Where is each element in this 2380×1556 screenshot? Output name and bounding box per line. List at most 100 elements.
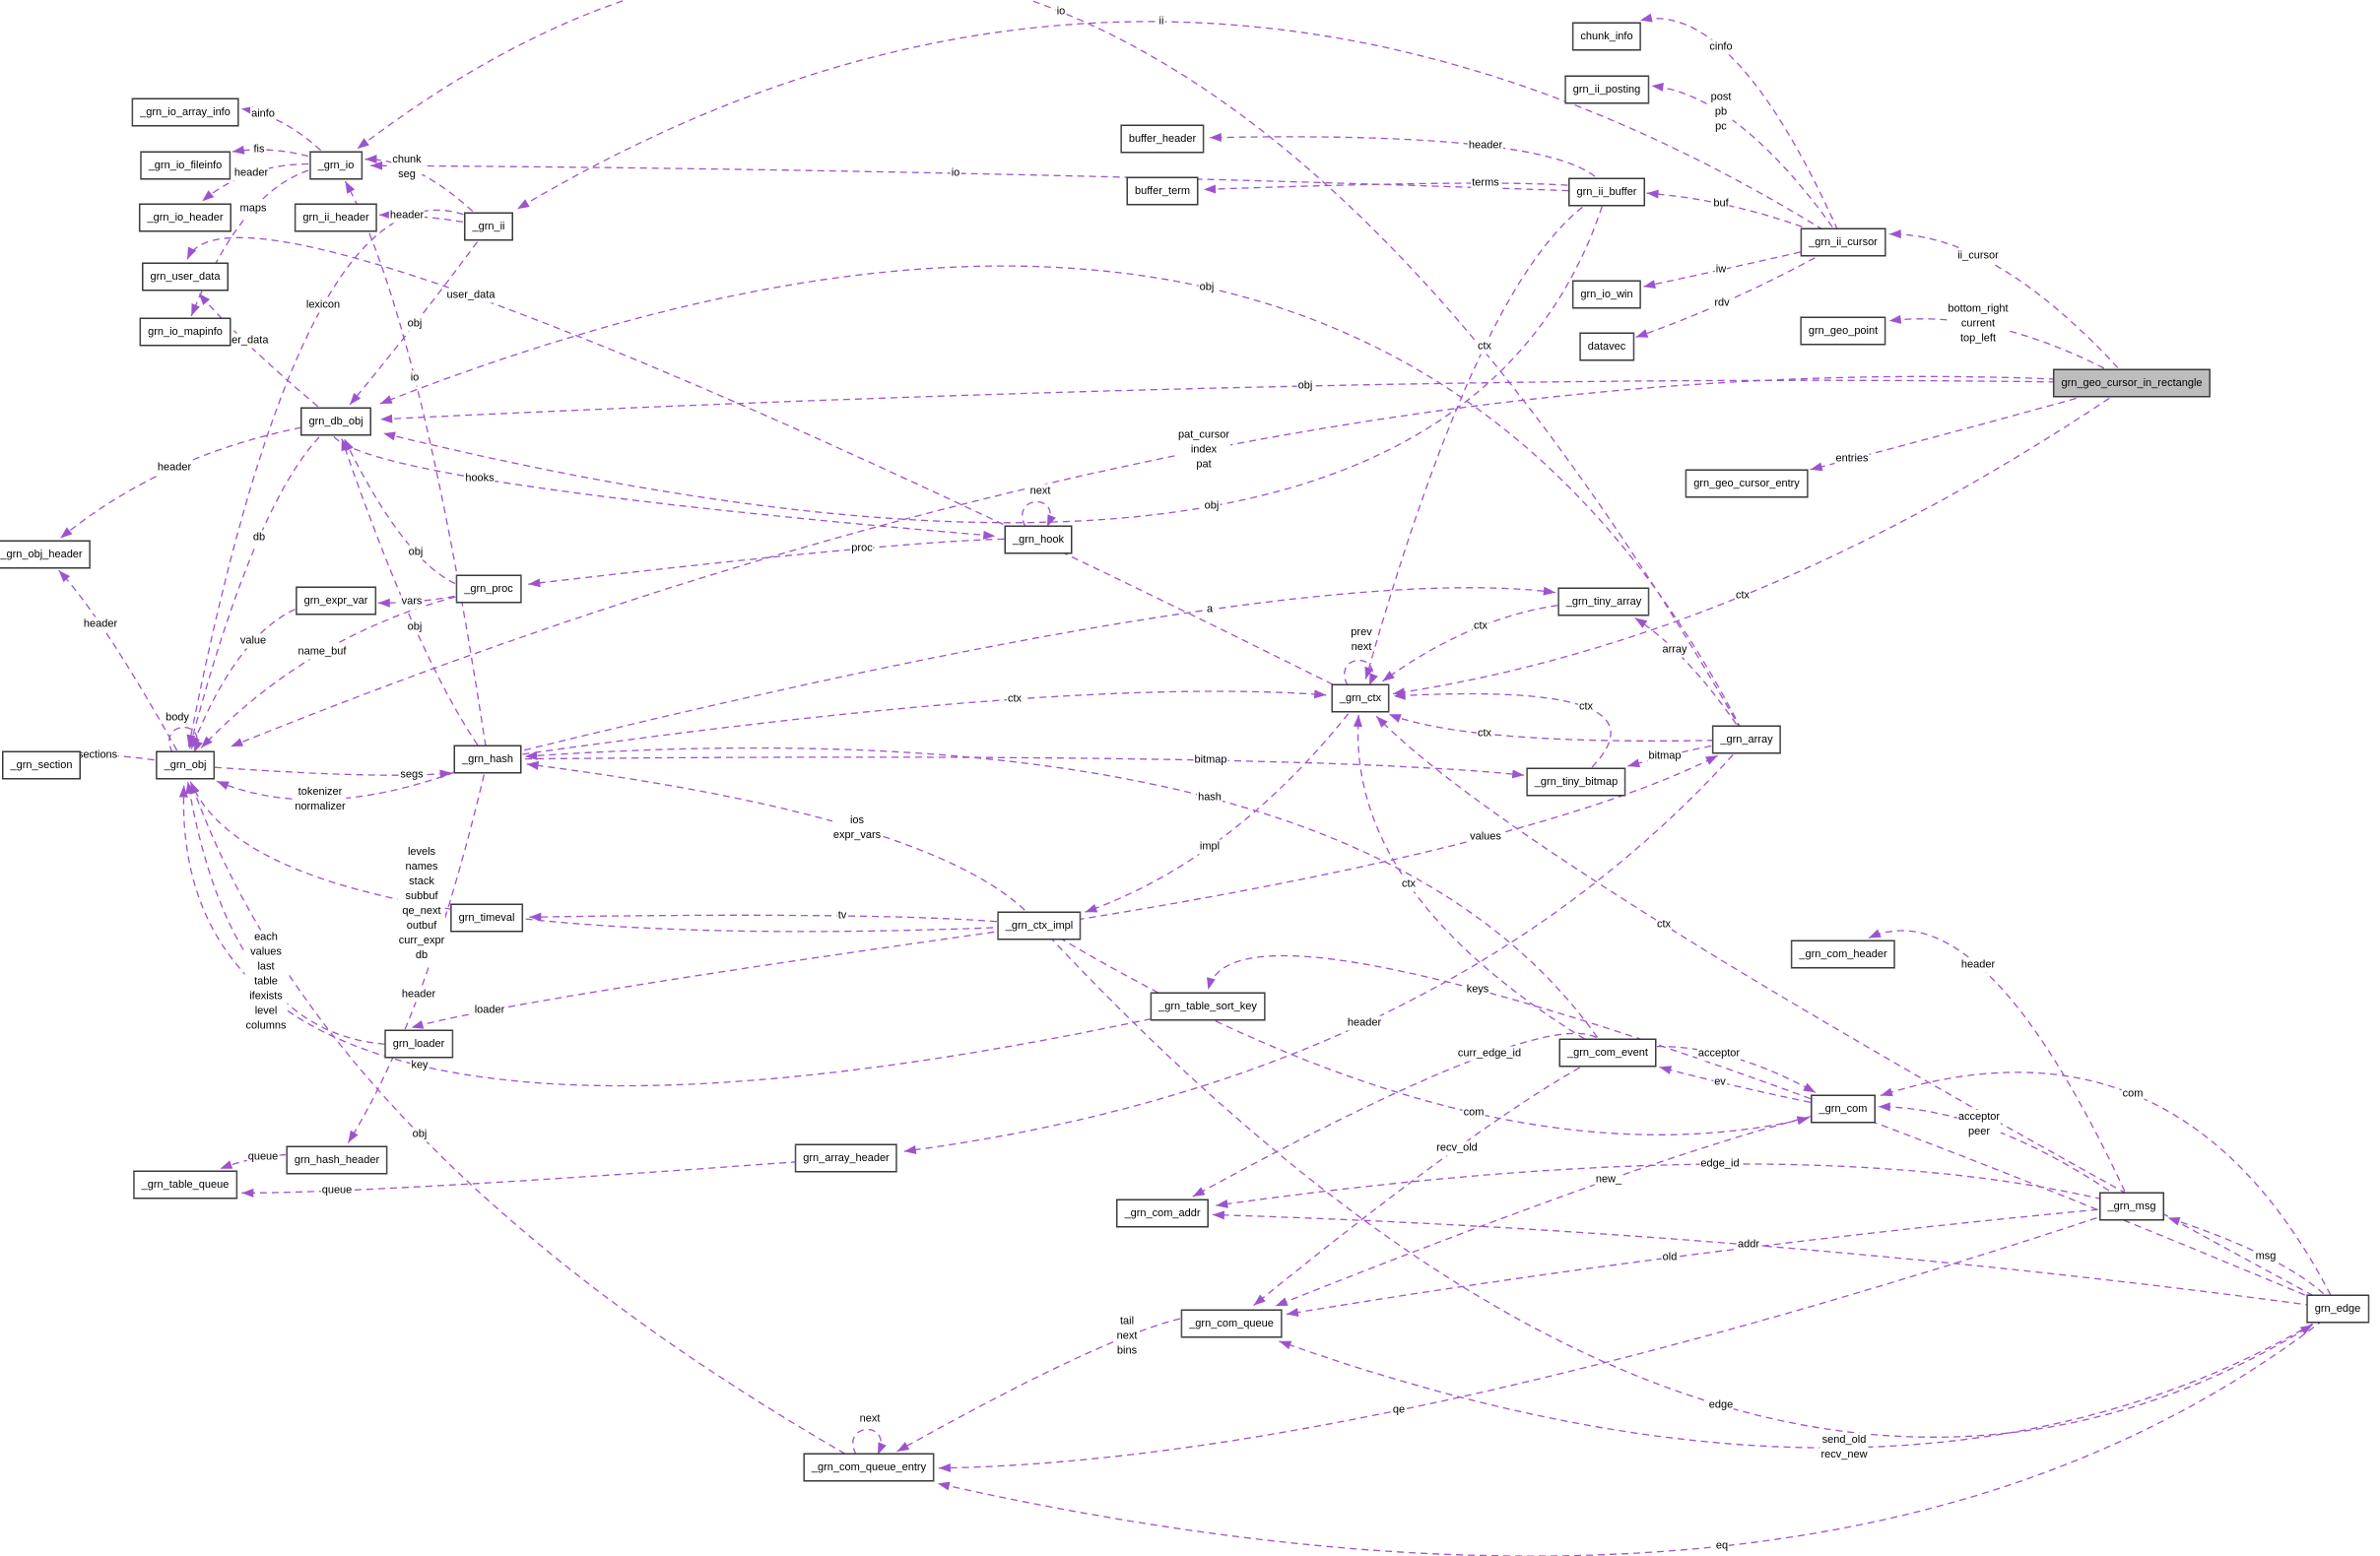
- edge-line: [1279, 1323, 2313, 1449]
- edge-arrowhead: [1216, 1199, 1228, 1208]
- node-grn-table-sort-key[interactable]: _grn_table_sort_key: [1151, 993, 1265, 1020]
- edge-arrowhead: [1803, 1082, 1816, 1093]
- edge-line: [1639, 18, 1839, 230]
- edge-arrowhead: [379, 395, 393, 404]
- edge-arrowhead: [231, 738, 244, 747]
- edge-arrowhead: [350, 392, 362, 406]
- edge-line: [198, 292, 319, 408]
- edge-line: [1878, 1106, 2110, 1192]
- edge-arrowhead: [1392, 687, 1406, 697]
- node-grn-io-array-info[interactable]: _grn_io_array_info: [132, 98, 238, 126]
- edge-arrowhead: [178, 785, 188, 798]
- node-grn-geo-point[interactable]: grn_geo_point: [1800, 317, 1886, 345]
- edge-arrowhead: [529, 912, 542, 922]
- node-grn-com-queue[interactable]: _grn_com_queue: [1181, 1310, 1282, 1337]
- edge-line: [343, 438, 456, 585]
- edge-arrowhead: [1796, 1116, 1810, 1126]
- node-datavec[interactable]: datavec: [1579, 333, 1634, 360]
- edge-line: [1392, 397, 2110, 695]
- node-grn-user-data[interactable]: grn_user_data: [142, 263, 229, 291]
- edge-line: [1651, 85, 1833, 227]
- edge-arrowhead: [198, 292, 211, 305]
- edge-line: [58, 569, 178, 751]
- edge-line: [379, 214, 464, 223]
- edge-line: [201, 162, 309, 202]
- edge-arrowhead: [1646, 189, 1659, 199]
- node-grn-expr-var[interactable]: grn_expr_var: [296, 587, 376, 615]
- node-grn-io-fileinfo[interactable]: _grn_io_fileinfo: [140, 152, 231, 179]
- edge-line: [216, 771, 455, 801]
- edge-line: [188, 436, 320, 749]
- node-grn-hash[interactable]: _grn_hash: [454, 746, 521, 773]
- edge-arrowhead: [1047, 514, 1056, 527]
- edge-arrowhead: [1192, 1187, 1206, 1198]
- node-grn-hash-header[interactable]: grn_hash_header: [286, 1146, 388, 1174]
- node-grn-array-header[interactable]: grn_array_header: [795, 1144, 897, 1172]
- edge-line: [1364, 206, 1583, 680]
- node-grn-table-queue[interactable]: _grn_table_queue: [133, 1171, 237, 1199]
- edge-arrowhead: [1810, 462, 1823, 472]
- node-grn-com-addr[interactable]: _grn_com_addr: [1116, 1199, 1209, 1227]
- edge-arrowhead: [194, 740, 203, 752]
- node-grn-com[interactable]: _grn_com: [1811, 1095, 1876, 1123]
- edge-arrowhead: [217, 781, 230, 790]
- edge-line: [1286, 1208, 2098, 1316]
- edge-arrowhead: [1279, 1340, 1292, 1350]
- edge-arrowhead: [357, 138, 369, 150]
- edge-arrowhead: [220, 1160, 233, 1169]
- edge-line: [1393, 692, 1612, 768]
- node-grn-db-obj[interactable]: grn_db_obj: [300, 408, 371, 435]
- node-grn-obj-header[interactable]: _grn_obj_header: [0, 541, 91, 568]
- node-grn-ii-header[interactable]: grn_ii_header: [295, 204, 377, 231]
- node-grn-geo-cursor-entry[interactable]: grn_geo_cursor_entry: [1686, 470, 1808, 497]
- node-buffer-term[interactable]: buffer_term: [1126, 177, 1199, 205]
- edge-arrowhead: [937, 1481, 951, 1491]
- node-grn-io-mapinfo[interactable]: grn_io_mapinfo: [140, 318, 231, 346]
- node-grn-obj[interactable]: _grn_obj: [156, 751, 215, 779]
- edge-line: [344, 180, 487, 746]
- edge-line: [1646, 192, 1803, 227]
- node-grn-com-queue-entry[interactable]: _grn_com_queue_entry: [803, 1454, 935, 1481]
- node-grn-ii-buffer[interactable]: grn_ii_buffer: [1568, 178, 1645, 206]
- node-buffer-header[interactable]: buffer_header: [1120, 125, 1205, 153]
- edge-arrowhead: [60, 527, 73, 539]
- edge-arrowhead: [1364, 666, 1374, 680]
- node-grn-proc[interactable]: _grn_proc: [456, 575, 521, 603]
- node-grn-hook[interactable]: _grn_hook: [1005, 526, 1072, 553]
- edge-arrowhead: [1888, 314, 1902, 324]
- edge-arrowhead: [231, 145, 245, 155]
- edge-arrowhead: [58, 570, 71, 583]
- node-grn-edge[interactable]: grn_edge: [2306, 1295, 2369, 1323]
- edge-line: [516, 21, 1824, 231]
- edge-line: [1275, 1116, 1811, 1307]
- edge-line: [522, 690, 1327, 755]
- node-grn-msg[interactable]: _grn_msg: [2099, 1193, 2164, 1220]
- node-grn-ii-posting[interactable]: grn_ii_posting: [1564, 76, 1649, 103]
- node-grn-io-win[interactable]: grn_io_win: [1572, 281, 1641, 308]
- edge-arrowhead: [241, 1188, 254, 1198]
- edge-line: [187, 209, 464, 747]
- node-grn-io[interactable]: _grn_io: [309, 152, 363, 179]
- node-grn-ii[interactable]: _grn_ii: [464, 213, 513, 240]
- edge-line: [380, 379, 2056, 421]
- node-grn-ii-cursor[interactable]: _grn_ii_cursor: [1801, 228, 1885, 256]
- edge-line: [200, 596, 456, 748]
- node-grn-com-header[interactable]: _grn_com_header: [1791, 940, 1895, 968]
- node-grn-loader[interactable]: grn_loader: [384, 1030, 453, 1058]
- node-chunk-info[interactable]: chunk_info: [1572, 23, 1641, 50]
- node-grn-ctx[interactable]: _grn_ctx: [1331, 684, 1390, 712]
- node-grn-tiny-bitmap[interactable]: _grn_tiny_bitmap: [1526, 768, 1626, 796]
- node-grn-array[interactable]: _grn_array: [1712, 726, 1781, 753]
- edge-arrowhead: [201, 736, 213, 748]
- node-grn-ctx-impl[interactable]: _grn_ctx_impl: [997, 912, 1082, 940]
- node-grn-io-header[interactable]: _grn_io_header: [139, 204, 231, 231]
- node-grn-tiny-array[interactable]: _grn_tiny_array: [1557, 588, 1650, 616]
- node-grn-timeval[interactable]: grn_timeval: [450, 904, 523, 932]
- node-grn-section[interactable]: _grn_section: [2, 751, 81, 779]
- node-grn-com-event[interactable]: _grn_com_event: [1559, 1039, 1656, 1067]
- edge-arrowhead: [83, 750, 96, 760]
- node-grn-geo-cursor-in-rectangle[interactable]: grn_geo_cursor_in_rectangle: [2053, 369, 2211, 397]
- edge-arrowhead: [439, 769, 452, 779]
- edge-arrowhead: [191, 303, 200, 316]
- edge-line: [2167, 1216, 2325, 1295]
